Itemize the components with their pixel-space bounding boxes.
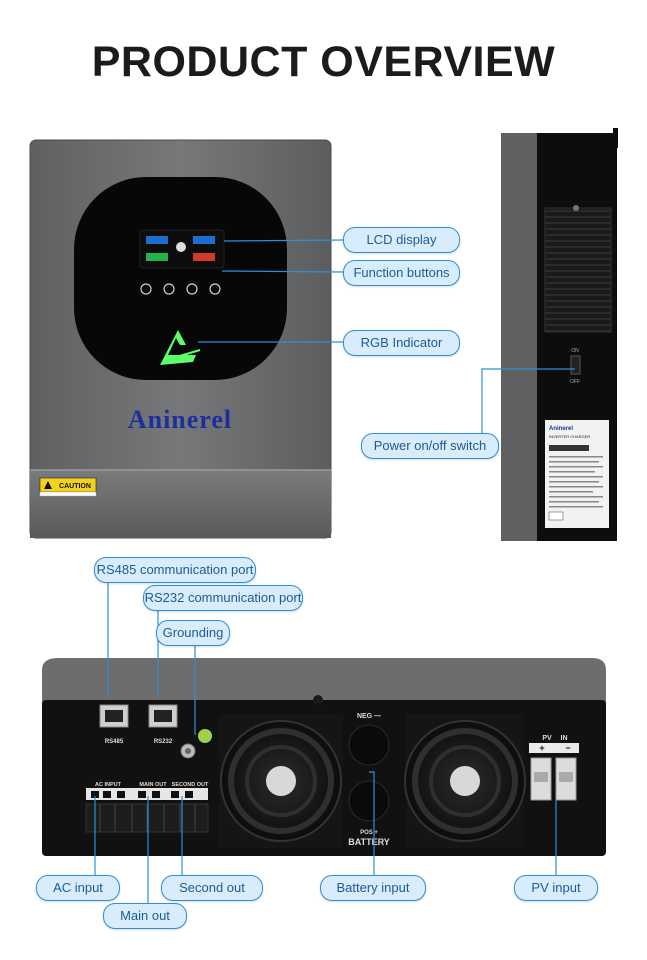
caution-sticker: CAUTION — [39, 477, 97, 497]
callout-rs232-port: RS232 communication port — [143, 585, 303, 611]
svg-text:POS +: POS + — [360, 830, 378, 836]
svg-text:INVERTER CHARGER: INVERTER CHARGER — [549, 434, 590, 439]
callout-lcd-display: LCD display — [343, 227, 460, 253]
left-fan — [219, 714, 343, 848]
power-switch — [570, 355, 581, 375]
pv-connectors: + − PV IN — [529, 735, 579, 801]
callout-function-buttons: Function buttons — [343, 260, 460, 286]
callout-rgb-indicator: RGB Indicator — [343, 330, 460, 356]
svg-text:IN: IN — [561, 735, 568, 742]
grounding-terminal — [180, 729, 212, 759]
svg-text:+: + — [539, 743, 544, 753]
front-view: Aninerel CAUTION — [29, 139, 332, 539]
svg-text:SECOND OUT: SECOND OUT — [172, 782, 209, 788]
svg-text:AC INPUT: AC INPUT — [95, 782, 122, 788]
page-title: PRODUCT OVERVIEW — [91, 38, 556, 86]
svg-text:−: − — [565, 743, 570, 753]
svg-text:ON: ON — [571, 348, 579, 354]
right-fan — [404, 714, 526, 848]
battery-terminals: NEG — POS + BATTERY — [348, 713, 390, 847]
rgb-indicator-icon — [160, 330, 201, 365]
svg-text:PV: PV — [542, 735, 552, 742]
callout-ac-input: AC input — [36, 875, 120, 901]
callout-pv-input: PV input — [514, 875, 598, 901]
side-view: ON OFF Aninerel INVERTER CHARGER — [501, 128, 618, 541]
svg-text:RS485: RS485 — [105, 739, 124, 745]
bottom-view: RS485 RS232 AC INPUT MAIN OUT SECOND OUT — [42, 658, 606, 856]
front-screen — [74, 177, 287, 380]
callout-grounding: Grounding — [156, 620, 230, 646]
spec-label: Aninerel INVERTER CHARGER — [545, 420, 609, 528]
callout-second-out: Second out — [161, 875, 263, 901]
callout-power-switch: Power on/off switch — [361, 433, 499, 459]
terminal-block: AC INPUT MAIN OUT SECOND OUT — [85, 782, 209, 833]
svg-text:Aninerel: Aninerel — [549, 426, 573, 432]
callout-rs485-port: RS485 communication port — [94, 557, 256, 583]
rs485-port — [99, 704, 129, 728]
callout-lines — [94, 239, 575, 903]
svg-text:RS232: RS232 — [154, 739, 173, 745]
svg-text:BATTERY: BATTERY — [348, 837, 390, 847]
callout-battery-input: Battery input — [320, 875, 426, 901]
function-buttons-icon — [140, 283, 221, 295]
lcd-display-icon — [139, 229, 225, 269]
side-vent — [544, 207, 612, 333]
svg-text:OFF: OFF — [570, 379, 580, 385]
callout-main-out: Main out — [103, 903, 187, 929]
svg-text:CAUTION: CAUTION — [59, 483, 91, 490]
svg-text:NEG —: NEG — — [357, 713, 381, 720]
svg-text:MAIN OUT: MAIN OUT — [139, 782, 167, 788]
rs232-port — [148, 704, 178, 728]
brand-logo: Aninerel — [128, 405, 232, 434]
